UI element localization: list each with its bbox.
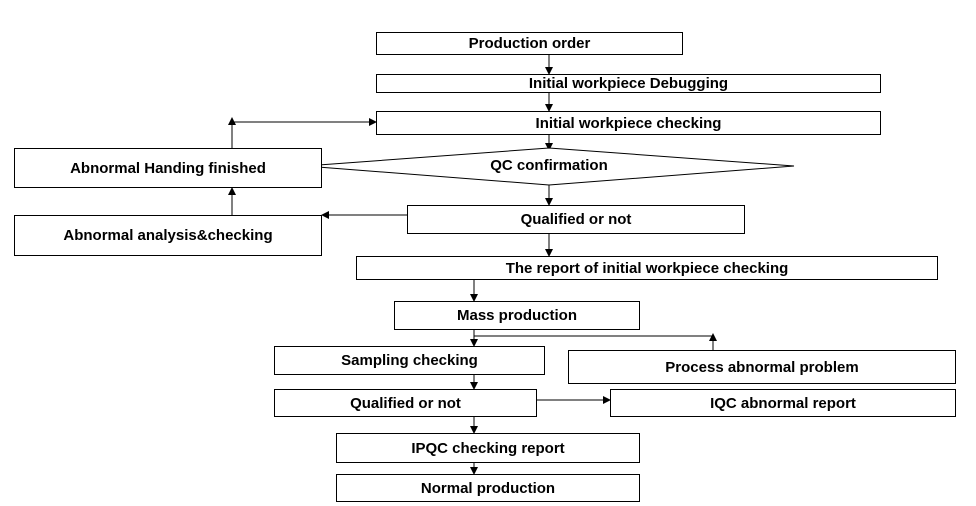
qualified-or-not-box-2: Qualified or not (274, 389, 537, 417)
ipqc-report-box: IPQC checking report (336, 433, 640, 463)
initial-debugging-label: Initial workpiece Debugging (528, 75, 729, 92)
iqc-abnormal-report-box: IQC abnormal report (610, 389, 956, 417)
normal-production-label: Normal production (420, 479, 556, 497)
qualified-or-not-label-1: Qualified or not (520, 211, 632, 228)
iqc-abnormal-report-label: IQC abnormal report (710, 394, 856, 412)
normal-production-box: Normal production (336, 474, 640, 502)
initial-report-box: The report of initial workpiece checking (356, 256, 938, 280)
process-abnormal-box: Process abnormal problem (568, 350, 956, 384)
initial-checking-box: Initial workpiece checking (376, 111, 881, 135)
production-order-label: Production order (468, 35, 591, 52)
abnormal-handing-label: Abnormal Handing finished (70, 159, 266, 177)
qualified-or-not-box-1: Qualified or not (407, 205, 745, 234)
mass-production-label: Mass production (456, 307, 577, 324)
ipqc-report-label: IPQC checking report (411, 439, 565, 457)
initial-report-label: The report of initial workpiece checking (505, 259, 789, 277)
initial-debugging-box: Initial workpiece Debugging (376, 74, 881, 93)
production-order-box: Production order (376, 32, 683, 55)
abnormal-handing-box: Abnormal Handing finished (14, 148, 322, 188)
qc-confirmation-label: QC confirmation (490, 157, 608, 174)
mass-production-box: Mass production (394, 301, 640, 330)
qualified-or-not-label-2: Qualified or not (350, 394, 461, 412)
qc-confirmation-diamond (304, 147, 795, 186)
abnormal-analysis-box: Abnormal analysis&checking (14, 215, 322, 256)
initial-checking-label: Initial workpiece checking (535, 114, 722, 132)
process-abnormal-label: Process abnormal problem (665, 358, 859, 376)
sampling-checking-label: Sampling checking (341, 352, 478, 369)
abnormal-analysis-label: Abnormal analysis&checking (63, 227, 273, 244)
sampling-checking-box: Sampling checking (274, 346, 545, 375)
